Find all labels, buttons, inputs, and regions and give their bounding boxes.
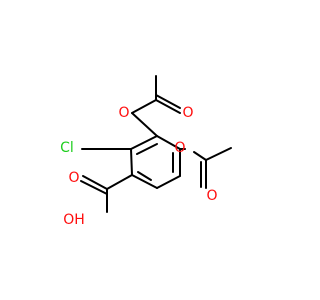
oxygen-atom-lower-carbonyl: O bbox=[206, 188, 217, 204]
oxygen-atom-upper-carbonyl: O bbox=[182, 105, 193, 121]
upper-carbonyl-bond-2 bbox=[155, 94, 181, 109]
molecule-structure: O O O O O OH Cl bbox=[60, 75, 232, 228]
chlorine-atom: Cl bbox=[60, 140, 74, 156]
ring-bond bbox=[130, 135, 158, 150]
ring-bond bbox=[156, 175, 181, 189]
c-o-bond-upper bbox=[131, 112, 158, 137]
oxygen-atom-lower-ether: O bbox=[174, 140, 185, 156]
molecule-canvas: O O O O O OH Cl bbox=[60, 75, 232, 228]
c-carboxyl-bond bbox=[106, 174, 133, 190]
carboxyl-c-o-bond-2 bbox=[80, 180, 108, 195]
atom-labels: O O O O O OH Cl bbox=[60, 105, 217, 228]
aromatic-inner-bond bbox=[137, 171, 152, 181]
carboxyl-c-o-bond bbox=[82, 175, 108, 190]
o-c-bond-lower bbox=[193, 151, 207, 161]
lower-acetyl-methyl-bond bbox=[205, 147, 232, 161]
ring-bond bbox=[130, 148, 133, 176]
bond-lines bbox=[80, 75, 232, 213]
oxygen-atom-carboxyl: O bbox=[68, 170, 79, 186]
o-c-bond-upper bbox=[131, 99, 157, 114]
upper-carbonyl-bond bbox=[155, 99, 181, 114]
hydroxyl-group: OH bbox=[63, 212, 85, 228]
oxygen-atom-upper-ether: O bbox=[118, 105, 129, 121]
ring-bond bbox=[131, 174, 158, 189]
aromatic-inner-bond bbox=[136, 143, 158, 155]
ring-bond bbox=[156, 135, 181, 150]
